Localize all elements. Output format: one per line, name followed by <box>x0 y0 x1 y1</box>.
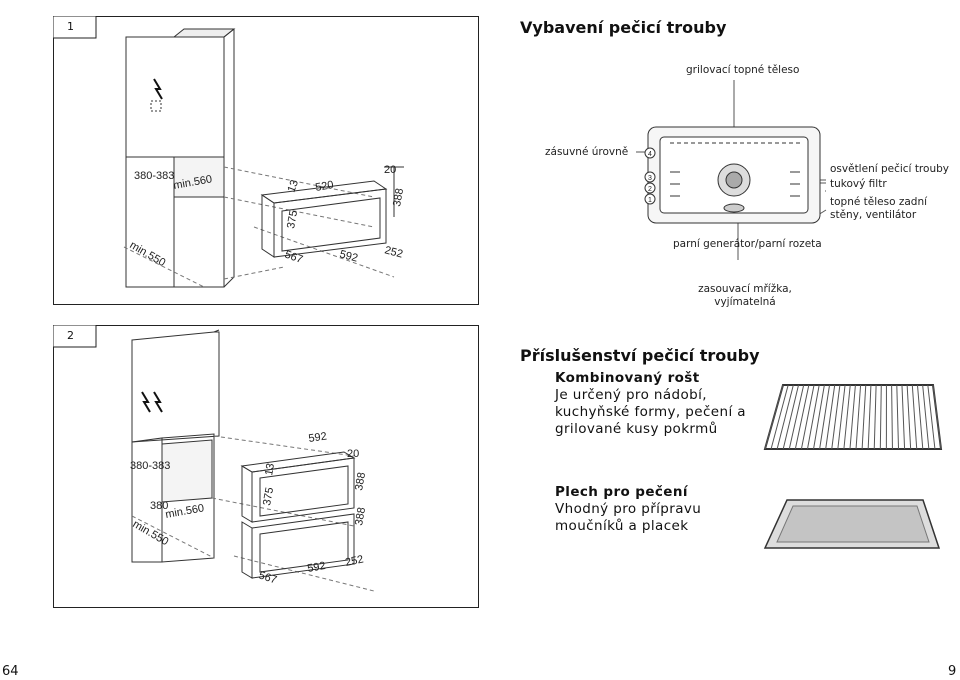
dim-label: 520 <box>314 179 334 194</box>
dim-label: 380-383 <box>130 460 170 472</box>
label-grill-element: grilovací topné těleso <box>686 64 800 76</box>
rack-wire <box>764 384 784 450</box>
rack-wire <box>788 384 805 450</box>
dim-label: 380 <box>150 500 168 512</box>
dim-label: 20 <box>384 164 396 176</box>
dim-label: 388 <box>391 187 406 207</box>
dimension-labels: 380-383 min.560 13 375 520 20 388 min.55… <box>128 164 407 269</box>
label-rear-element-fan: topné těleso zadní stěny, ventilátor <box>830 196 928 221</box>
figure-number: 1 <box>67 20 74 33</box>
dim-label: 13 <box>286 178 301 194</box>
dim-label: 388 <box>353 471 368 491</box>
label-oven-light: osvětlení pečicí trouby <box>830 163 949 175</box>
rack-wire <box>879 384 882 450</box>
rack-wire <box>831 384 841 450</box>
rack-wire <box>911 384 918 450</box>
dim-label: 567 <box>283 249 304 267</box>
dim-label: 252 <box>344 553 364 569</box>
accessory-description: Vhodný pro přípravu moučníků a placek <box>555 501 702 534</box>
rack-wire <box>922 384 930 450</box>
dim-label: min.550 <box>131 518 171 548</box>
label-steam-generator: parní generátor/parní rozeta <box>673 238 822 250</box>
rack-wire <box>782 384 800 450</box>
level-number: 2 <box>648 186 652 193</box>
rack-wire <box>855 384 862 450</box>
rack-wire <box>927 384 936 450</box>
dim-label: 13 <box>263 462 277 476</box>
label-grease-filter: tukový filtr <box>830 178 887 190</box>
rack-wire <box>873 384 877 450</box>
rack-wire <box>849 384 856 450</box>
label-shelf-levels: zásuvné úrovně <box>545 146 629 158</box>
dim-label: 380-383 <box>134 170 174 182</box>
rack-wire <box>867 384 872 450</box>
level-number: 4 <box>648 151 652 158</box>
accessory-description: Je určený pro nádobí, kuchyňské formy, p… <box>555 387 746 437</box>
accessory-title: Kombinovaný rošt <box>555 370 700 386</box>
accessory-item: Plech pro pečení Vhodný pro přípravu mou… <box>555 484 760 535</box>
dim-label: 388 <box>353 506 368 526</box>
rack-wire <box>794 384 810 450</box>
rack-wire <box>806 384 820 450</box>
accessory-title: Plech pro pečení <box>555 484 688 500</box>
dim-label: 567 <box>257 569 278 586</box>
rack-wire <box>932 384 942 450</box>
rack-wire <box>825 384 836 450</box>
page-number-right: 9 <box>948 664 957 679</box>
rack-wire <box>800 384 815 450</box>
dim-label: 592 <box>306 560 326 575</box>
installation-drawing: 380-383 min.560 13 375 520 20 388 min.55… <box>123 28 407 288</box>
rack-wire <box>916 384 924 450</box>
rack-wire <box>891 384 893 450</box>
oven-equipment-heading: Vybavení pečicí trouby <box>520 18 727 37</box>
dim-label: min.560 <box>164 502 205 521</box>
baking-tray-image <box>763 499 941 549</box>
dim-label: 375 <box>261 486 276 506</box>
dim-label: 592 <box>338 248 359 264</box>
rack-wire <box>837 384 846 450</box>
dim-label: 592 <box>308 431 328 445</box>
rack-wire <box>901 384 906 450</box>
rack-wire <box>819 384 831 450</box>
dim-label: 375 <box>285 209 300 229</box>
accessory-item: Kombinovaný rošt Je určený pro nádobí, k… <box>555 370 760 438</box>
figure-tab: 2 <box>53 325 97 348</box>
rack-wire <box>770 384 789 450</box>
level-number: 1 <box>648 197 652 204</box>
dim-label: 20 <box>347 448 359 460</box>
installation-figure-1: 1 <box>53 16 479 305</box>
rack-wire <box>813 384 825 450</box>
figure-number: 2 <box>67 329 74 342</box>
dim-label: min.550 <box>128 239 168 269</box>
dimension-labels: 592 20 380-383 13 388 375 388 380 min.56… <box>130 431 368 587</box>
oven-interior-diagram: 4 3 2 1 <box>636 80 827 260</box>
installation-drawing: 592 20 380-383 13 388 375 388 380 min.56… <box>130 329 375 592</box>
level-number: 3 <box>648 175 652 182</box>
rack-wire <box>776 384 794 450</box>
dim-label: 252 <box>383 244 404 260</box>
page-number-left: 64 <box>2 664 19 679</box>
rack-wire <box>861 384 867 450</box>
rack-wire <box>843 384 851 450</box>
combination-rack-image <box>763 384 943 450</box>
accessories-heading: Příslušenství pečicí trouby <box>520 346 760 365</box>
rack-wire <box>896 384 900 450</box>
label-removable-rack: zasouvací mřížka, vyjímatelná <box>698 283 792 308</box>
rack-wire <box>906 384 912 450</box>
figure-tab: 1 <box>53 16 97 39</box>
installation-figure-2: 2 592 20 <box>53 325 479 608</box>
